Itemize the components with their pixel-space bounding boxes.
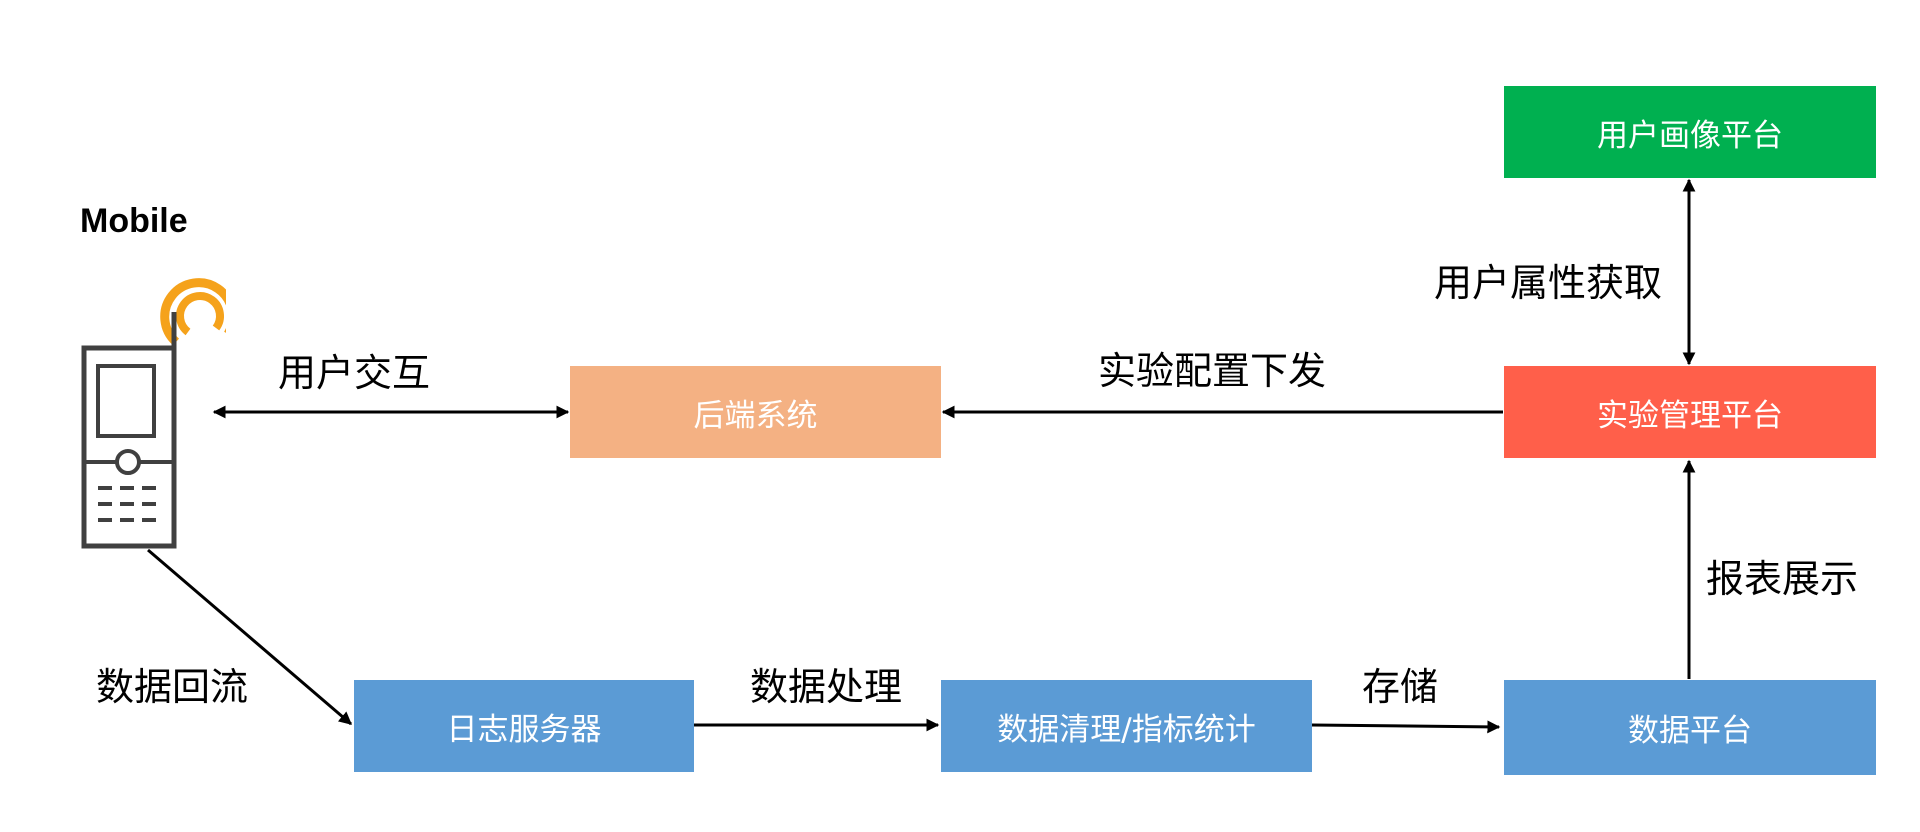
edge-label-report-display: 报表展示 bbox=[1706, 557, 1859, 601]
mobile-title: Mobile bbox=[80, 202, 188, 240]
experiment-platform-node: 实验管理平台 bbox=[1504, 366, 1876, 458]
node-label: 后端系统 bbox=[693, 397, 818, 434]
edge-label-data-processing: 数据处理 bbox=[750, 665, 903, 709]
node-label: 数据平台 bbox=[1628, 713, 1752, 749]
edge-label-config-dispatch: 实验配置下发 bbox=[1098, 349, 1327, 393]
edge-label-storage: 存储 bbox=[1362, 665, 1439, 709]
antenna-signal-icon bbox=[160, 278, 226, 350]
log-server-node: 日志服务器 bbox=[354, 680, 694, 772]
edge-label-user-interaction: 用户交互 bbox=[278, 351, 431, 395]
mobile-phone-icon bbox=[81, 278, 226, 549]
edge-label-attribute-fetch: 用户属性获取 bbox=[1434, 261, 1663, 305]
data-platform-node: 数据平台 bbox=[1504, 680, 1876, 775]
node-label: 用户画像平台 bbox=[1597, 117, 1783, 154]
node-label: 数据清理/指标统计 bbox=[997, 711, 1256, 748]
user-profile-platform-node: 用户画像平台 bbox=[1504, 86, 1876, 178]
node-label: 实验管理平台 bbox=[1597, 397, 1783, 434]
backend-system-node: 后端系统 bbox=[570, 366, 941, 458]
arrow-cleaning-dataplatform bbox=[1311, 720, 1501, 734]
node-label: 日志服务器 bbox=[446, 711, 602, 748]
data-cleaning-node: 数据清理/指标统计 bbox=[941, 680, 1312, 772]
edge-label-data-return: 数据回流 bbox=[96, 665, 249, 709]
arrow-mobile-logserver bbox=[147, 548, 352, 726]
